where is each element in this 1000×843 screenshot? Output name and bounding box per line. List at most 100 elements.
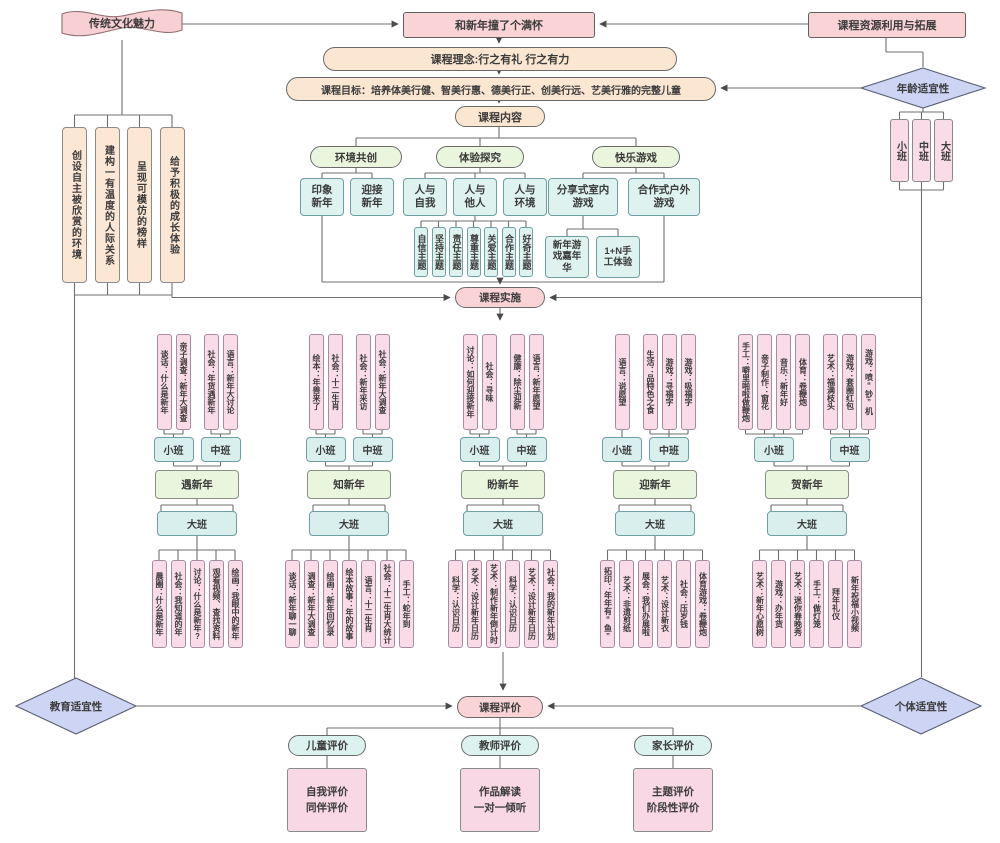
evaluation-detail: 自我评价 同伴评价 — [287, 768, 367, 832]
group-label: 盼新年 — [461, 470, 545, 499]
group-item: 游戏：寻福字 — [661, 334, 677, 430]
theme-item: 坚持主题 — [431, 227, 446, 277]
env-child: 印象新年 — [300, 178, 344, 216]
education-suitability-label: 教育适宜性 — [49, 700, 103, 713]
concept-pill: 课程理念:行之有礼 行之有力 — [323, 47, 677, 71]
evaluation-detail-line: 主题评价 — [652, 785, 694, 798]
class-label-big: 大班 — [463, 511, 543, 536]
theme-item: 尊重主题 — [466, 227, 481, 277]
evaluation-detail-line: 自我评价 — [306, 785, 348, 798]
group-label: 知新年 — [307, 470, 391, 499]
individual-suitability-label: 个体适宜性 — [894, 700, 948, 713]
evaluation-detail-line: 一对一倾听 — [473, 802, 527, 814]
theme-item: 合作主题 — [501, 227, 516, 277]
right-pillar-middle: 中班 — [912, 119, 931, 182]
play-child: 分享式室内游戏 — [548, 178, 618, 216]
group-item: 社会：我的新年计划 — [543, 560, 558, 648]
group-item: 手工：噼里啪啦做鞭炮 — [738, 334, 753, 430]
evaluation-detail: 作品解读 一对一倾听 — [460, 768, 540, 832]
group-item: 亲子制作：窗花 — [757, 334, 772, 430]
exp-child: 人与他人 — [453, 178, 497, 216]
group-item: 语言：十二生肖 — [360, 560, 376, 648]
evaluation-child: 儿童评价 — [288, 735, 366, 756]
evaluation-detail-line: 同伴评价 — [306, 802, 348, 814]
exp-child: 人与自我 — [403, 178, 447, 216]
group-item: 社会：寻味 — [481, 334, 497, 430]
group-item: 语言：说愿望 — [614, 334, 630, 430]
class-label-big: 大班 — [615, 511, 695, 536]
group-item: 新年祝福小视频 — [847, 560, 862, 648]
class-label-small: 小班 — [153, 437, 194, 462]
group-item: 艺术：迷你春晚秀 — [790, 560, 805, 648]
class-label-middle: 中班 — [649, 437, 689, 462]
group-item: 拜年礼仪 — [828, 560, 843, 648]
group-item: 体育：卷鞭炮 — [795, 334, 810, 430]
group-item: 艺术：新年心愿树 — [752, 560, 767, 648]
branch-experience: 体验探究 — [436, 146, 524, 168]
theme-item: 关爱主题 — [484, 227, 498, 277]
env-child: 迎接新年 — [350, 178, 394, 216]
theme-item: 好奇主题 — [519, 227, 533, 277]
class-label-big: 大班 — [157, 511, 237, 536]
evaluation-teacher: 教师评价 — [461, 735, 539, 756]
diagram-title: 和新年撞了个满怀 — [403, 12, 595, 38]
group-label: 迎新年 — [613, 470, 697, 499]
group-item: 观看视频、查找资料 — [208, 560, 224, 648]
play-sub: 新年游戏嘉年华 — [545, 236, 589, 278]
left-pillar: 呈现可模仿的榜样 — [127, 127, 152, 283]
group-item: 手工：做灯笼 — [809, 560, 824, 648]
group-item: 绘本故事：年的故事 — [341, 560, 357, 648]
group-item: 游戏：办年货 — [771, 560, 786, 648]
right-pillar-small: 小班 — [890, 119, 909, 182]
group-item: 社会：我知道的年 — [170, 560, 186, 648]
implementation-pill: 课程实施 — [455, 287, 545, 308]
left-pillar: 建构一有温度的人际关系 — [95, 127, 120, 283]
group-item: 手工：蛇年到 — [398, 560, 414, 648]
group-item: 艺术：设计新衣 — [657, 560, 672, 648]
group-label: 遇新年 — [155, 470, 239, 499]
group-item: 体育游戏：卷鞭炮 — [695, 560, 710, 648]
class-label-small: 小班 — [459, 437, 500, 462]
group-item: 科学：认识日历 — [505, 560, 520, 648]
class-label-big: 大班 — [767, 511, 847, 536]
group-item: 社会：年货遇新年 — [203, 334, 219, 430]
group-label: 贺新年 — [765, 470, 849, 499]
group-item: 绘本：年兽来了 — [308, 334, 324, 430]
evaluation-detail: 主题评价 阶段性评价 — [633, 768, 713, 832]
group-item: 社会：新年大调查 — [374, 334, 390, 430]
group-item: 语言：新年大讨论 — [222, 334, 238, 430]
goal-pill: 课程目标：培养体美行健、智美行惠、德美行正、创美行远、艺美行雅的完整儿童 — [286, 77, 716, 101]
class-label-middle: 中班 — [506, 437, 547, 462]
group-item: 讨论：什么是新年? — [189, 560, 205, 648]
group-item: 绘画：我眼中的新年 — [227, 560, 243, 648]
group-item: 游戏：吸福字 — [680, 334, 696, 430]
group-item: 生活：品特色之食 — [642, 334, 658, 430]
class-label-small: 小班 — [754, 437, 794, 462]
group-item: 游戏：喷“钞”机 — [861, 334, 876, 430]
class-label-small: 小班 — [602, 437, 642, 462]
group-item: 讨论：如何迎接新年 — [462, 334, 478, 430]
group-item: 社会：十二生肖大统计 — [379, 560, 395, 648]
resource-box: 课程资源利用与拓展 — [808, 12, 966, 38]
group-item: 调查：新年大调查 — [303, 560, 319, 648]
group-item: 游戏：套圈红包 — [842, 334, 857, 430]
evaluation-parent: 家长评价 — [634, 735, 712, 756]
individual-suitability-diamond — [859, 677, 983, 735]
group-item: 谈话：新年聊一聊 — [284, 560, 300, 648]
group-item: 晨圈：什么是新年 — [151, 560, 167, 648]
education-suitability-diamond — [14, 677, 138, 735]
class-label-middle: 中班 — [352, 437, 393, 462]
group-item: 绘画：新年回忆录 — [322, 560, 338, 648]
class-label-middle: 中班 — [200, 437, 241, 462]
evaluation-pill: 课程评价 — [457, 696, 543, 718]
branch-play: 快乐游戏 — [592, 146, 680, 168]
group-item: 社会：十二生肖 — [327, 334, 343, 430]
group-item: 艺术：制作新年倒计时 — [486, 560, 501, 648]
group-item: 语言：新年愿望 — [528, 334, 544, 430]
group-item: 艺术：设计新年日历 — [467, 560, 482, 648]
group-item: 艺术：设计新年日历 — [524, 560, 539, 648]
left-pillar: 给予积极的成长体验 — [160, 127, 185, 283]
class-label-big: 大班 — [309, 511, 389, 536]
group-item: 健康：除尘迎新 — [509, 334, 525, 430]
